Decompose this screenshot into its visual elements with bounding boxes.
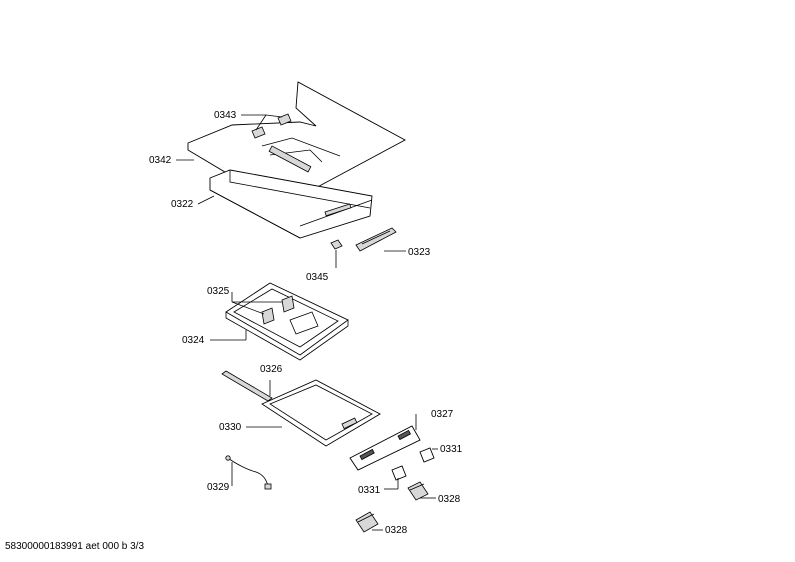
label-0345: 0345 [306,272,329,283]
leader-lines [176,114,438,531]
label-0342: 0342 [149,155,172,166]
label-0326: 0326 [260,364,283,375]
label-0331-upper: 0331 [440,444,463,455]
label-0331-lower: 0331 [358,485,381,496]
part-0331-knob-lower[interactable] [391,465,407,481]
label-0329: 0329 [207,482,230,493]
label-0323: 0323 [408,247,431,258]
part-0328-switch-upper[interactable] [407,481,429,501]
label-0324: 0324 [182,335,205,346]
label-0330: 0330 [219,422,242,433]
label-0327: 0327 [431,409,454,420]
document-footer: 58300000183991 aet 000 b 3/3 [5,541,145,552]
part-0331-knob-upper[interactable] [419,447,435,463]
part-0324-inner-frame[interactable] [225,282,349,361]
part-labels: 0343 0342 0322 0345 0323 0325 0324 0326 … [149,110,463,536]
label-0343: 0343 [214,110,237,121]
part-0330-filter[interactable] [261,379,381,447]
part-0322-hood-body[interactable] [209,169,373,239]
label-0328-upper: 0328 [438,494,461,505]
part-0323-rail[interactable] [355,227,397,252]
part-0345-cap[interactable] [330,239,343,250]
label-0328-lower: 0328 [385,525,408,536]
label-0325: 0325 [207,286,230,297]
part-0326-strip[interactable] [221,370,273,402]
label-0322: 0322 [171,199,194,210]
part-0329-cable[interactable] [225,455,272,490]
part-0327-control-panel[interactable] [349,425,421,471]
part-0328-switch-lower[interactable] [355,511,379,533]
